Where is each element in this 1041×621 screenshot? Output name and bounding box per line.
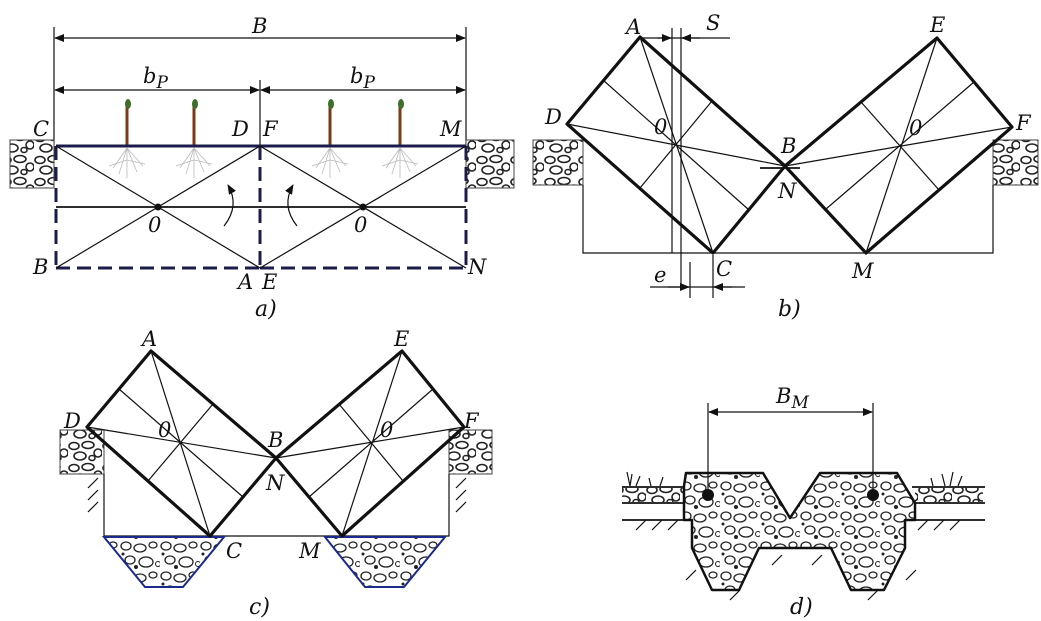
hatching-d: [635, 519, 961, 601]
plant-1: [108, 99, 146, 178]
hatching-c: [87, 477, 467, 513]
label-dim-bm: BM: [775, 384, 809, 413]
topsoil-left-d: [622, 488, 684, 502]
label-point-b: B: [32, 255, 48, 279]
plant-4: [381, 99, 419, 178]
square-right-b: [783, 36, 1014, 255]
plant-2: [175, 99, 213, 178]
plant-3: [311, 99, 349, 178]
soil-block-left-b: [532, 139, 584, 186]
soil-block-right: [465, 139, 515, 189]
label-point-c-b: C: [716, 257, 732, 281]
soil-block-right-c: [448, 429, 493, 475]
rotation-arrow-right: [285, 184, 298, 227]
label-point-a: A: [236, 270, 253, 294]
label-point-b-b: B: [780, 134, 796, 158]
square-left-b: [565, 35, 787, 255]
label-center-right-b: 0: [909, 116, 922, 140]
label-point-m: M: [439, 117, 462, 141]
label-dim-s: S: [706, 11, 720, 35]
label-center-left-c: 0: [158, 418, 171, 442]
label-center-right-c: 0: [380, 418, 393, 442]
label-point-m-c: M: [298, 539, 321, 563]
label-point-c: C: [33, 117, 49, 141]
label-point-c-c: C: [226, 539, 242, 563]
label-point-a-c: A: [140, 327, 157, 351]
soil-block-right-b: [992, 139, 1039, 186]
label-center-left-b: 0: [654, 115, 667, 139]
panel-c: A D B N C M E F 0 0 c): [59, 327, 493, 620]
caption-a: a): [255, 297, 277, 322]
trench-outline-b: [582, 185, 994, 254]
label-point-f-c: F: [463, 409, 480, 433]
topsoil-right-d: [915, 488, 983, 502]
drain-pipe-right: [867, 489, 879, 501]
gravel-pit-right: [322, 536, 448, 588]
soil-block-left: [9, 139, 55, 189]
label-dim-e: e: [654, 263, 666, 287]
caption-b: b): [778, 297, 801, 322]
label-point-e: E: [261, 270, 277, 294]
label-point-n-c: N: [265, 471, 285, 495]
label-point-m-b: M: [851, 259, 874, 283]
label-point-d: D: [231, 117, 249, 141]
label-point-e-b: E: [929, 13, 945, 37]
label-point-n-b: N: [777, 179, 797, 203]
label-point-e-c: E: [393, 327, 409, 351]
label-point-f-b: F: [1015, 111, 1032, 135]
label-point-f: F: [262, 117, 279, 141]
label-point-b-c: B: [267, 428, 283, 452]
rotation-arrow-left: [223, 184, 236, 227]
label-dim-strip-left: bP: [143, 64, 168, 93]
square-right-c: [274, 349, 466, 538]
grass-d: [626, 471, 963, 487]
strip-rect-right: [259, 144, 468, 270]
trench-outline-c: [103, 474, 450, 537]
panel-b: S e A D B N C E F M 0 0 b): [532, 11, 1039, 322]
caption-d: d): [790, 595, 813, 620]
label-point-a-b: A: [624, 15, 641, 39]
drain-body: [682, 471, 917, 592]
gravel-pit-left: [101, 536, 227, 588]
drain-pipe-left: [702, 489, 714, 501]
label-point-d-c: D: [63, 409, 81, 433]
label-center-left: 0: [148, 213, 161, 237]
plants-panel-a: [108, 99, 419, 178]
label-dim-strip-right: bP: [350, 64, 375, 93]
label-point-d-b: D: [544, 105, 562, 129]
panel-d: BM d): [622, 384, 985, 620]
label-center-right: 0: [354, 213, 367, 237]
strip-rect-left: [54, 144, 262, 270]
panel-a: B bP bP: [9, 14, 515, 322]
caption-c: c): [249, 595, 270, 620]
label-dim-total: B: [251, 14, 267, 38]
square-left-c: [85, 349, 278, 538]
label-point-n: N: [467, 255, 487, 279]
